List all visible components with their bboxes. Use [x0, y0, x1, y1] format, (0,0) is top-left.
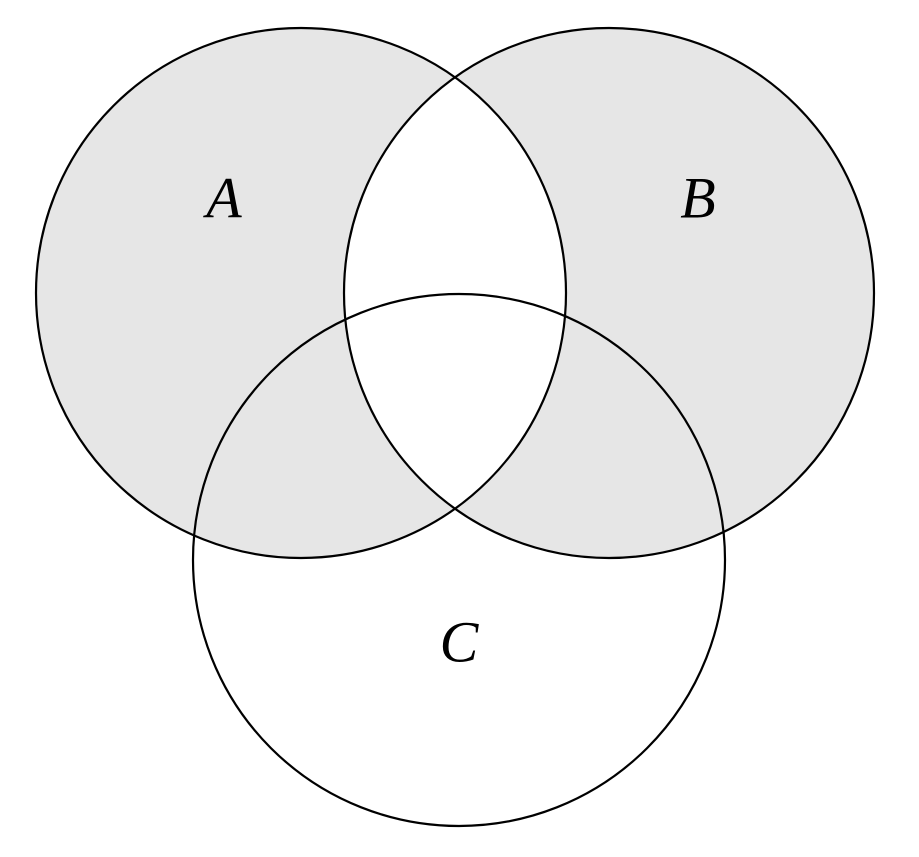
- set-circle-b[interactable]: [342, 26, 876, 560]
- set-circle-a[interactable]: [34, 26, 568, 560]
- set-label-a: A: [202, 165, 242, 230]
- circle-outline-group: [34, 26, 876, 828]
- shaded-region-group: [36, 28, 874, 558]
- set-label-b: B: [680, 165, 715, 230]
- set-label-c: C: [440, 609, 480, 674]
- set-label-group: A B C: [202, 165, 715, 674]
- region-fill-b-only: [344, 28, 874, 558]
- set-circle-c[interactable]: [191, 292, 727, 828]
